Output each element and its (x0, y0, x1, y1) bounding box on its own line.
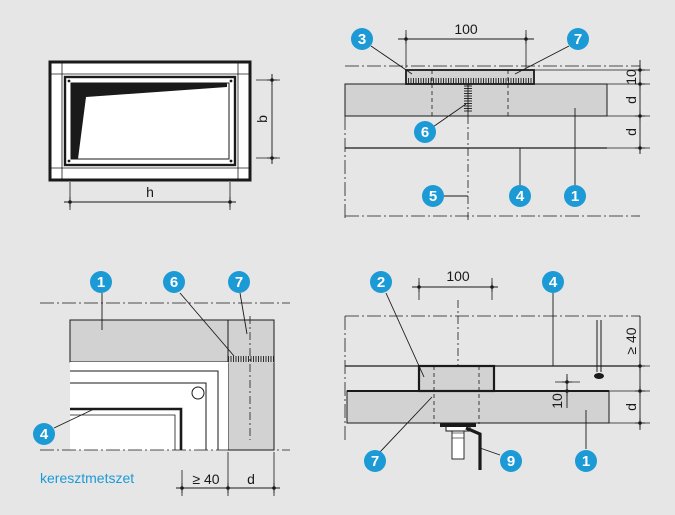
dim-d1-label: d (623, 96, 639, 104)
svg-text:2: 2 (377, 274, 385, 291)
svg-text:3: 3 (358, 31, 366, 48)
dim-h-label: h (146, 184, 154, 200)
dim-10-br-label: 10 (549, 393, 565, 409)
panel-top-right: 100 10 d d 3 7 (344, 21, 650, 220)
marker-7-bl: 7 (228, 271, 250, 293)
dim-d2-label: d (623, 128, 639, 136)
dim-b-label: b (254, 115, 270, 123)
dim-10-label: 10 (623, 69, 639, 85)
svg-text:1: 1 (571, 188, 579, 205)
marker-3-top: 3 (351, 28, 373, 50)
panel-bottom-left: ≥ 40 d keresztmetszet 1 6 7 4 (33, 271, 290, 496)
svg-text:9: 9 (507, 453, 515, 470)
marker-4-br: 4 (542, 271, 564, 293)
marker-2-br: 2 (370, 271, 392, 293)
marker-1-br: 1 (575, 450, 597, 472)
dim-100-br-label: 100 (446, 268, 470, 284)
marker-7-top: 7 (567, 28, 589, 50)
marker-6-top: 6 (414, 121, 436, 143)
svg-text:4: 4 (549, 274, 558, 291)
svg-text:5: 5 (429, 188, 437, 205)
dim-100-label: 100 (454, 21, 478, 37)
dim-d-br-label: d (623, 403, 639, 411)
marker-4-top: 4 (509, 185, 531, 207)
marker-9-br: 9 (500, 450, 522, 472)
marker-1-top: 1 (564, 185, 586, 207)
svg-text:4: 4 (40, 426, 49, 443)
marker-7-br: 7 (364, 450, 386, 472)
marker-6-bl: 6 (163, 271, 185, 293)
dim-ge40-label: ≥ 40 (192, 471, 219, 487)
caption-keresztmetszet: keresztmetszet (40, 470, 134, 486)
svg-text:6: 6 (421, 124, 429, 141)
svg-text:7: 7 (574, 31, 582, 48)
svg-text:7: 7 (371, 453, 379, 470)
svg-text:6: 6 (170, 274, 178, 291)
panel-bottom-right: 100 ≥ 40 d (344, 268, 650, 472)
marker-4-bl: 4 (33, 423, 55, 445)
marker-5-top: 5 (422, 185, 444, 207)
panel-top-left: h b (48, 60, 280, 210)
svg-text:1: 1 (582, 453, 590, 470)
dim-ge40-br-label: ≥ 40 (623, 327, 639, 354)
svg-text:7: 7 (235, 274, 243, 291)
marker-1-bl: 1 (90, 271, 112, 293)
dim-d-label: d (247, 471, 255, 487)
svg-text:4: 4 (516, 188, 525, 205)
svg-text:1: 1 (97, 274, 105, 291)
